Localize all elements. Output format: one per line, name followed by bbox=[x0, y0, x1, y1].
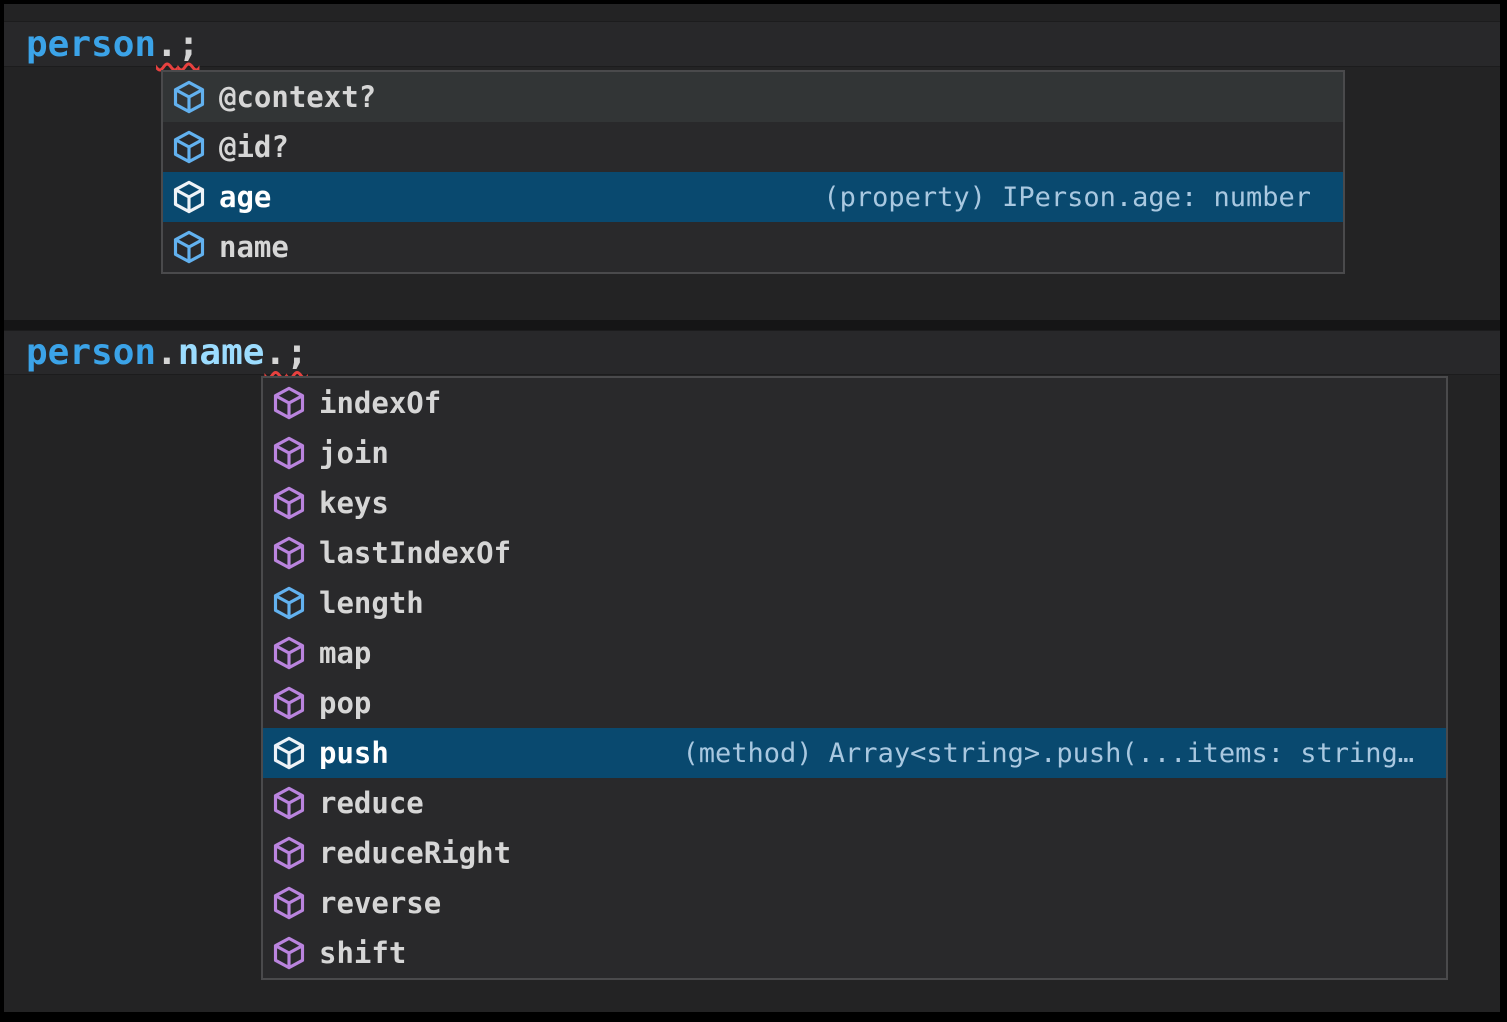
suggest-item-detail: (method) Array<string>.push(...items: st… bbox=[682, 737, 1415, 769]
suggest-item-map[interactable]: map bbox=[263, 628, 1446, 678]
suggest-item-indexof[interactable]: indexOf bbox=[263, 378, 1446, 428]
suggest-item-push[interactable]: push (method) Array<string>.push(...item… bbox=[263, 728, 1446, 778]
current-line-highlight bbox=[4, 21, 1500, 67]
suggest-item-label: reverse bbox=[319, 886, 442, 920]
suggest-item-label: @id? bbox=[219, 130, 289, 164]
suggest-item-label: pop bbox=[319, 686, 372, 720]
suggest-item-label: name bbox=[219, 230, 289, 264]
suggest-item-pop[interactable]: pop bbox=[263, 678, 1446, 728]
code-token-dot-error: . bbox=[156, 23, 178, 65]
code-token-person: person bbox=[26, 332, 157, 373]
code-token-dot-error: . bbox=[264, 332, 287, 373]
symbol-method-icon bbox=[271, 385, 307, 421]
suggest-widget-person-name: indexOf join keys lastIndexOf length map bbox=[261, 376, 1448, 980]
suggest-item-id[interactable]: @id? bbox=[163, 122, 1343, 172]
suggest-item-age[interactable]: age (property) IPerson.age: number bbox=[163, 172, 1343, 222]
suggest-item-label: keys bbox=[319, 486, 389, 520]
symbol-method-icon bbox=[271, 735, 307, 771]
suggest-item-label: reduceRight bbox=[319, 836, 512, 870]
symbol-method-icon bbox=[271, 535, 307, 571]
code-token-semicolon-error: ; bbox=[286, 332, 308, 373]
suggest-item-label: length bbox=[319, 586, 424, 620]
suggest-item-shift[interactable]: shift bbox=[263, 928, 1446, 978]
symbol-field-icon bbox=[171, 229, 207, 265]
suggest-item-label: age bbox=[219, 180, 272, 214]
symbol-field-icon bbox=[171, 79, 207, 115]
symbol-method-icon bbox=[271, 935, 307, 971]
suggest-item-detail: (property) IPerson.age: number bbox=[823, 181, 1311, 213]
suggest-item-label: reduce bbox=[319, 786, 424, 820]
code-token-dot: . bbox=[156, 332, 178, 373]
code-token-semicolon-error: ; bbox=[177, 23, 200, 65]
symbol-field-icon bbox=[171, 179, 207, 215]
suggest-item-reverse[interactable]: reverse bbox=[263, 878, 1446, 928]
symbol-method-icon bbox=[271, 685, 307, 721]
symbol-method-icon bbox=[271, 785, 307, 821]
suggest-item-label: indexOf bbox=[319, 386, 442, 420]
symbol-method-icon bbox=[271, 835, 307, 871]
code-token-person: person bbox=[26, 23, 157, 65]
symbol-method-icon bbox=[271, 485, 307, 521]
suggest-item-name[interactable]: name bbox=[163, 222, 1343, 272]
symbol-field-icon bbox=[171, 129, 207, 165]
suggest-item-lastindexof[interactable]: lastIndexOf bbox=[263, 528, 1446, 578]
code-token-name: name bbox=[177, 332, 265, 373]
screenshot-seam-divider bbox=[4, 320, 1500, 330]
suggest-item-context[interactable]: @context? bbox=[163, 72, 1343, 122]
symbol-method-icon bbox=[271, 635, 307, 671]
code-line-person[interactable]: person.; bbox=[26, 21, 199, 67]
suggest-item-keys[interactable]: keys bbox=[263, 478, 1446, 528]
suggest-item-label: shift bbox=[319, 936, 407, 970]
code-line-person-name[interactable]: person.name.; bbox=[26, 330, 308, 375]
suggest-item-label: @context? bbox=[219, 80, 377, 114]
suggest-item-reduceright[interactable]: reduceRight bbox=[263, 828, 1446, 878]
symbol-method-icon bbox=[271, 435, 307, 471]
suggest-item-label: map bbox=[319, 636, 372, 670]
symbol-field-icon bbox=[271, 585, 307, 621]
suggest-item-length[interactable]: length bbox=[263, 578, 1446, 628]
suggest-item-label: lastIndexOf bbox=[319, 536, 512, 570]
suggest-item-join[interactable]: join bbox=[263, 428, 1446, 478]
suggest-item-label: push bbox=[319, 736, 389, 770]
code-editor[interactable]: person.; @context? @id? age (property) I… bbox=[4, 4, 1500, 1012]
suggest-item-label: join bbox=[319, 436, 389, 470]
suggest-widget-person: @context? @id? age (property) IPerson.ag… bbox=[161, 70, 1345, 274]
current-line-highlight bbox=[4, 330, 1500, 375]
symbol-method-icon bbox=[271, 885, 307, 921]
suggest-item-reduce[interactable]: reduce bbox=[263, 778, 1446, 828]
